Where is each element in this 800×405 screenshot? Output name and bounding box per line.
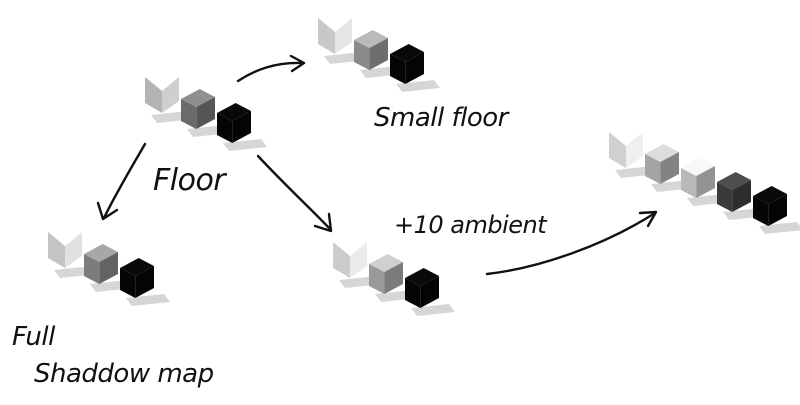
cube-top-face [354, 30, 388, 48]
cube-group-final [609, 132, 800, 234]
cube-left-face [181, 99, 197, 129]
label-ambient: +10 ambient [394, 211, 548, 239]
card-right-panel [335, 18, 352, 54]
cube-top-face [717, 172, 751, 190]
cube-group-source [145, 77, 267, 151]
cube-top-face [181, 89, 215, 107]
cube [120, 258, 170, 306]
card-right-panel [162, 77, 179, 113]
card-left-panel [48, 232, 65, 268]
cube-top-face [369, 254, 403, 272]
label-floor: Floor [153, 163, 227, 198]
cube-left-face [354, 40, 370, 70]
cube-right-face [196, 97, 215, 129]
card-right-panel [350, 242, 367, 278]
cube-left-face [753, 196, 769, 226]
cube-top-face [753, 186, 787, 204]
label-small-floor: Small floor [374, 103, 511, 133]
cube-left-face [369, 264, 385, 294]
cube-group-ambient [333, 242, 455, 316]
arrow-to-ambient [256, 154, 333, 233]
cube-top-face [217, 103, 251, 121]
cube-left-face [681, 168, 697, 198]
card-right-panel [65, 232, 82, 268]
arrow-to-final [485, 210, 658, 276]
cube-left-face [84, 254, 100, 284]
cube-left-face [405, 278, 421, 308]
cube [217, 103, 267, 151]
cube-right-face [135, 266, 154, 298]
cube-left-face [120, 268, 136, 298]
cube-right-face [732, 180, 751, 212]
cube-top-face [645, 144, 679, 162]
label-full-shadow-line2: Shaddow map [34, 359, 214, 389]
cube [390, 44, 440, 92]
cube-right-face [696, 166, 715, 198]
card-right-panel [626, 132, 643, 168]
cube-right-face [369, 38, 388, 70]
cube-top-face [681, 158, 715, 176]
cube-left-face [645, 154, 661, 184]
cube-left-face [390, 54, 406, 84]
cube-right-face [660, 152, 679, 184]
cube-right-face [768, 194, 787, 226]
label-full-shadow-line1: Full [12, 322, 56, 352]
arrow-to-small-floor [236, 54, 306, 83]
arrow-to-full-shadow [96, 142, 147, 221]
cube [753, 186, 800, 234]
cube-top-face [390, 44, 424, 62]
cube [405, 268, 455, 316]
cube-top-face [405, 268, 439, 286]
cube-top-face [84, 244, 118, 262]
cube-right-face [384, 262, 403, 294]
cube-group-small-floor [318, 18, 440, 92]
cube-left-face [717, 182, 733, 212]
cube-right-face [420, 276, 439, 308]
cube-left-face [217, 113, 233, 143]
cube-right-face [405, 52, 424, 84]
card-left-panel [318, 18, 335, 54]
card-left-panel [609, 132, 626, 168]
cube-group-full-shadow [48, 232, 170, 306]
card-left-panel [333, 242, 350, 278]
cube-top-face [120, 258, 154, 276]
cube-right-face [232, 111, 251, 143]
cube [369, 254, 419, 302]
cube-right-face [99, 252, 118, 284]
card-left-panel [145, 77, 162, 113]
